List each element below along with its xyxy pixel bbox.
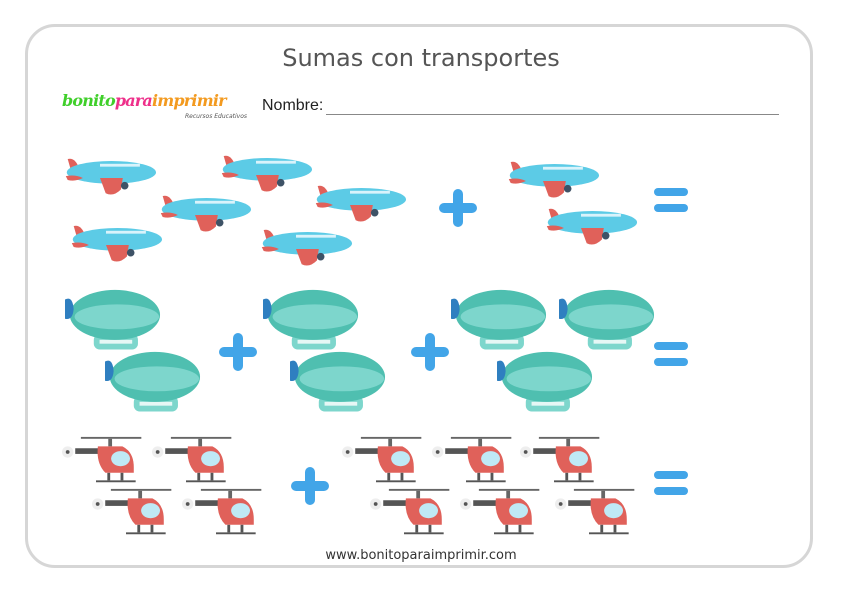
logo-wordmark: bonitoparaimprimir xyxy=(62,90,247,112)
airplane-icon xyxy=(62,155,157,203)
helicopter-icon xyxy=(460,487,545,539)
airplane-icon xyxy=(258,226,353,274)
helicopter-icon xyxy=(152,435,237,487)
logo: bonitoparaimprimir Recursos Educativos xyxy=(62,90,247,120)
helicopter-icon xyxy=(182,487,267,539)
airplane-icon xyxy=(505,158,600,206)
equals-icon xyxy=(654,188,688,214)
plus-icon xyxy=(291,467,329,505)
logo-part-3: imprimir xyxy=(152,91,227,110)
helicopter-icon xyxy=(62,435,147,487)
helicopter-icon xyxy=(520,435,605,487)
name-input-line[interactable] xyxy=(326,114,779,115)
helicopter-icon xyxy=(370,487,455,539)
equals-icon xyxy=(654,342,688,368)
airplane-icon xyxy=(157,192,252,240)
plus-icon xyxy=(439,189,477,227)
blimp-icon xyxy=(496,350,594,422)
blimp-icon xyxy=(289,350,387,422)
helicopter-icon xyxy=(555,487,640,539)
helicopter-icon xyxy=(92,487,177,539)
logo-subtitle: Recursos Educativos xyxy=(184,113,247,120)
airplane-icon xyxy=(68,222,163,270)
worksheet-frame xyxy=(25,24,813,568)
name-label: Nombre: xyxy=(262,97,324,114)
airplane-icon xyxy=(312,182,407,230)
footer-url: www.bonitoparaimprimir.com xyxy=(325,548,517,563)
helicopter-icon xyxy=(432,435,517,487)
logo-part-2: para xyxy=(114,91,153,110)
plus-icon xyxy=(219,333,257,371)
airplane-icon xyxy=(543,205,638,253)
equals-icon xyxy=(654,471,688,497)
plus-icon xyxy=(411,333,449,371)
blimp-icon xyxy=(104,350,202,422)
page-title: Sumas con transportes xyxy=(282,44,560,72)
helicopter-icon xyxy=(342,435,427,487)
logo-part-1: bonito xyxy=(62,91,116,110)
